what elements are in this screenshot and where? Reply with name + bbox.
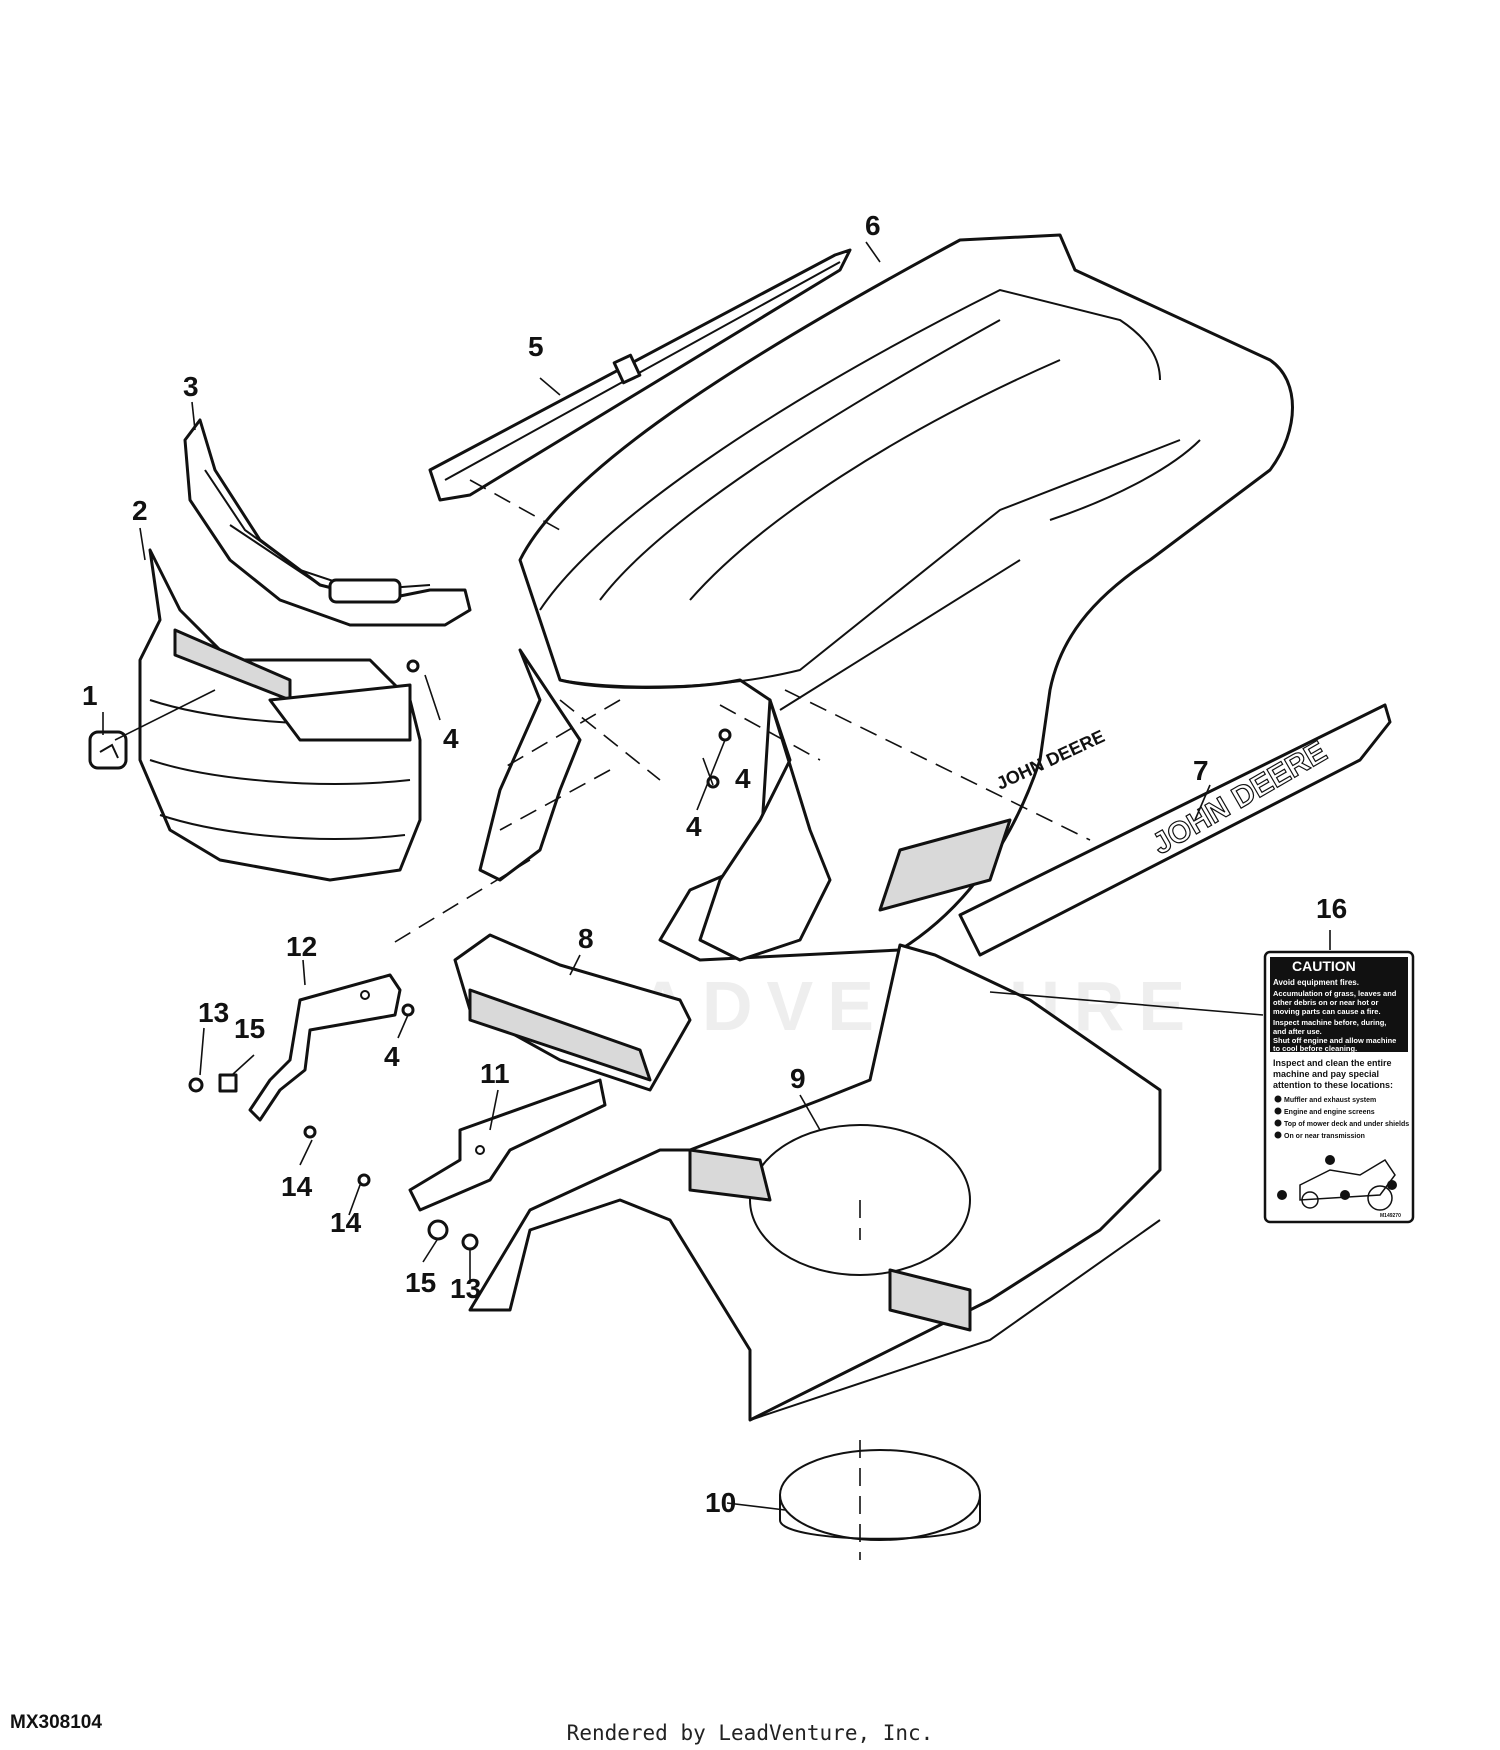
decal-item-1: Muffler and exhaust system — [1284, 1097, 1376, 1104]
decal-item-3: Top of mower deck and under shields — [1284, 1121, 1409, 1128]
decal-line-6: and after use. — [1273, 1027, 1322, 1036]
figure-id: MX308104 — [10, 1712, 102, 1733]
callout-4d: 4 — [384, 1041, 400, 1072]
callout-16: 16 — [1316, 893, 1347, 924]
stripe-logo-text: JOHN DEERE — [1147, 735, 1332, 861]
callout-4b: 4 — [735, 763, 751, 794]
decal-line-4: moving parts can cause a fire. — [1273, 1007, 1381, 1016]
callout-6: 6 — [865, 210, 881, 241]
trim-strip — [428, 248, 852, 502]
callout-8: 8 — [578, 923, 594, 954]
callout-15b: 15 — [405, 1267, 436, 1298]
callout-13a: 13 — [198, 997, 229, 1028]
callout-14a: 14 — [281, 1171, 313, 1202]
decal-line-11: attention to these locations: — [1273, 1080, 1393, 1090]
callout-7: 7 — [1193, 755, 1209, 786]
caution-decal: CAUTION Avoid equipment fires. Accumulat… — [1263, 950, 1415, 1224]
decal-line-8: to cool before cleaning. — [1273, 1044, 1357, 1053]
decal-line-9: Inspect and clean the entire — [1273, 1058, 1392, 1068]
underhood-shield — [468, 943, 1162, 1422]
hood: JOHN DEERE — [478, 233, 1294, 962]
decal-line-3: other debris on or near hot or — [1273, 998, 1379, 1007]
callout-14b: 14 — [330, 1207, 362, 1238]
leader-lines — [102, 241, 1331, 1511]
assembly-lines — [389, 479, 1091, 1560]
callout-5: 5 — [528, 331, 544, 362]
decal-line-5: Inspect machine before, during, — [1273, 1018, 1386, 1027]
callout-1: 1 — [82, 680, 98, 711]
callouts: 1 2 3 4 4 4 4 5 6 7 8 9 10 11 12 13 13 1… — [82, 210, 1347, 1518]
grille — [138, 548, 422, 882]
headlight-bezel — [183, 418, 472, 627]
callout-2: 2 — [132, 495, 148, 526]
callout-4c: 4 — [686, 811, 702, 842]
decal-item-2: Engine and engine screens — [1284, 1109, 1375, 1116]
callout-3: 3 — [183, 371, 199, 402]
callout-9: 9 — [790, 1063, 806, 1094]
callout-15a: 15 — [234, 1013, 265, 1044]
decal-heading: CAUTION — [1292, 958, 1356, 974]
footer-credit: Rendered by LeadVenture, Inc. — [566, 1721, 934, 1745]
ring — [779, 1449, 981, 1541]
callout-12: 12 — [286, 931, 317, 962]
front-bumper — [453, 933, 692, 1092]
decal-code: M149270 — [1380, 1213, 1401, 1219]
callout-4a: 4 — [443, 723, 459, 754]
left-bracket — [248, 973, 402, 1122]
decal-line-7: Shut off engine and allow machine — [1273, 1036, 1396, 1045]
tractor-icon — [1277, 1155, 1397, 1211]
callout-13b: 13 — [450, 1273, 481, 1304]
decal-line-10: machine and pay special — [1273, 1069, 1379, 1079]
decal-item-4: On or near transmission — [1284, 1133, 1365, 1140]
emblem — [88, 730, 128, 770]
decal-line-1: Avoid equipment fires. — [1273, 978, 1359, 987]
right-bracket — [408, 1078, 607, 1212]
callout-10: 10 — [705, 1487, 736, 1518]
decal-line-2: Accumulation of grass, leaves and — [1273, 989, 1397, 998]
callout-11: 11 — [480, 1058, 510, 1089]
